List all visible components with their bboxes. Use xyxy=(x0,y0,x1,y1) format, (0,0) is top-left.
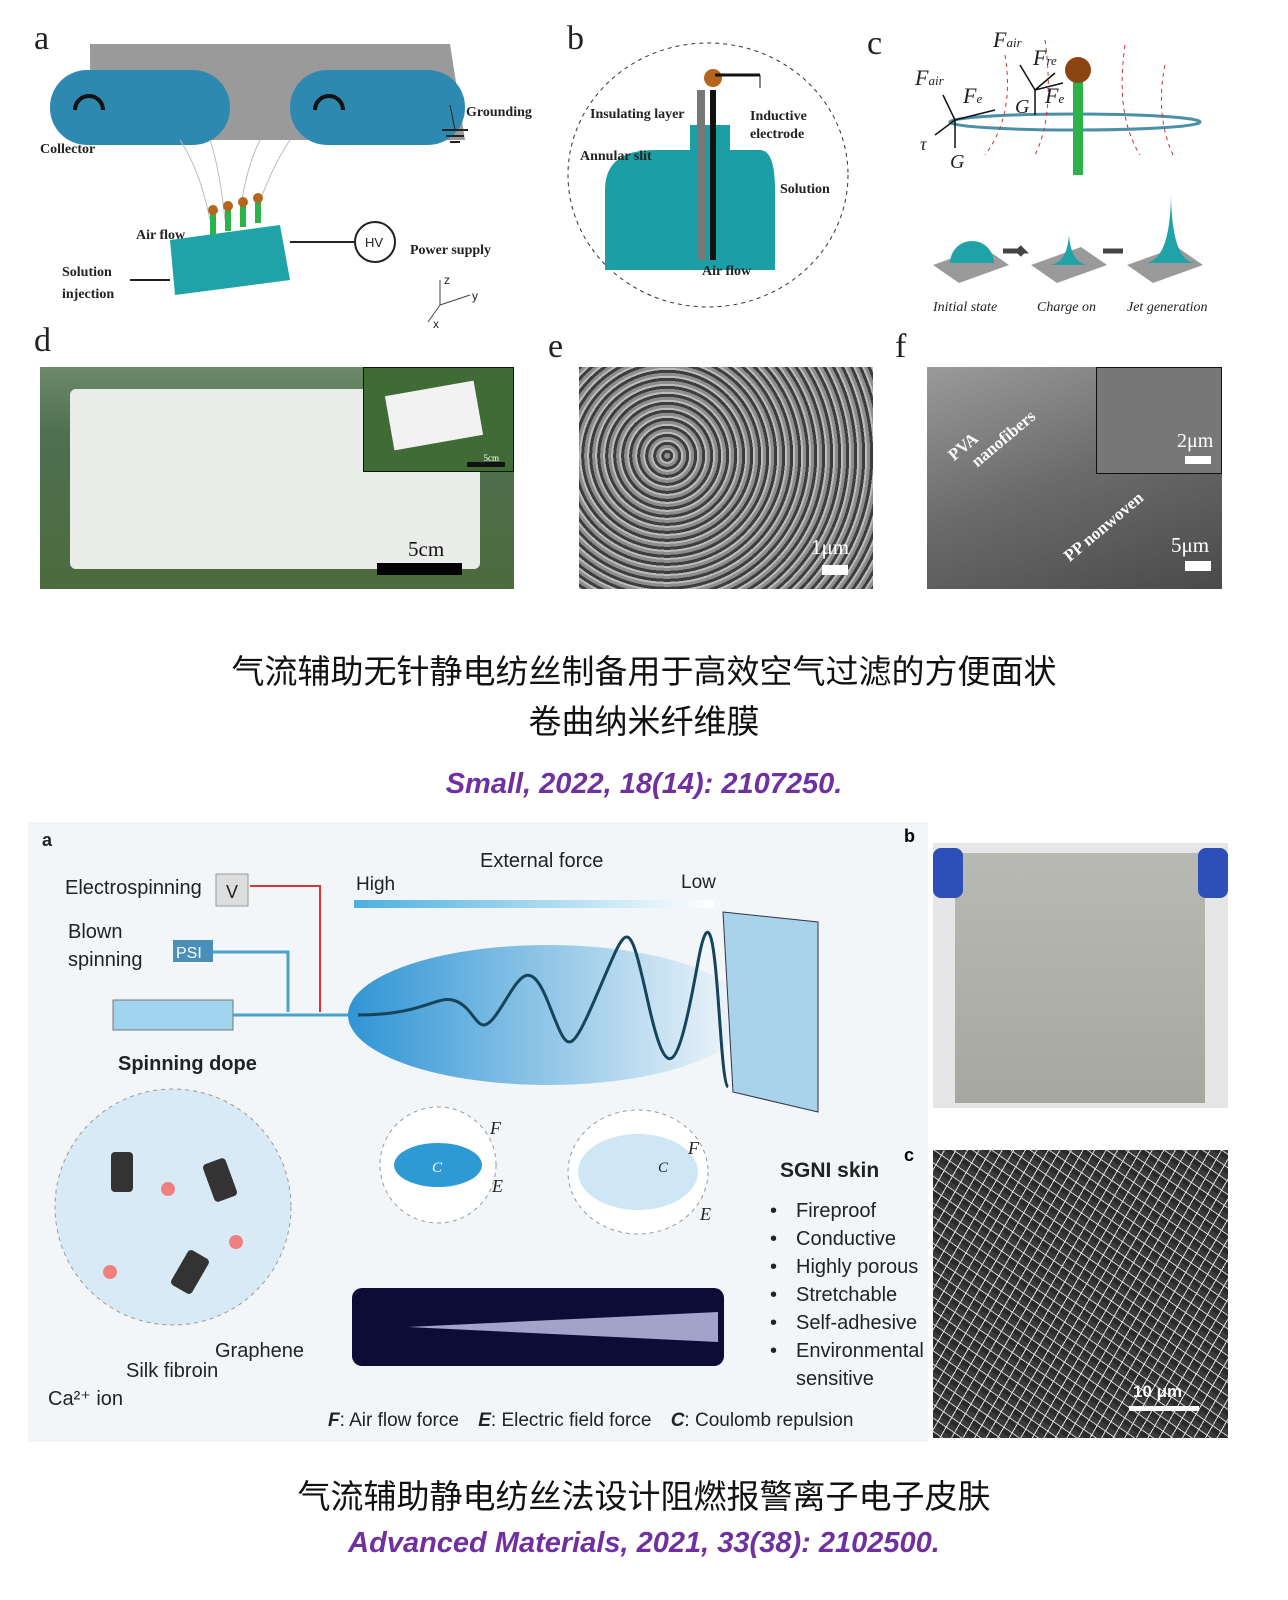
air-flow-label: Air flow xyxy=(136,228,186,243)
svg-text:E: E xyxy=(699,1204,711,1224)
sgni-skin-label: SGNI skin xyxy=(780,1159,879,1182)
svg-text:Graphene: Graphene xyxy=(215,1340,304,1362)
svg-text:Fe: Fe xyxy=(962,83,982,108)
svg-text:Stretchable: Stretchable xyxy=(796,1284,897,1306)
svg-text:Ca²⁺ ion: Ca²⁺ ion xyxy=(48,1388,123,1410)
svg-text:Low: Low xyxy=(681,872,716,893)
panel-f-sem-image: 2μm PVA nanofibers PP nonwoven 5μm xyxy=(927,367,1222,589)
figure1: a Grounding Collector Air flow Solution … xyxy=(0,0,1288,600)
spinning-dope-zoom xyxy=(54,1088,292,1326)
svg-text:a: a xyxy=(42,830,53,850)
svg-text:sensitive: sensitive xyxy=(796,1368,874,1390)
svg-text:•: • xyxy=(770,1256,777,1278)
svg-text:G: G xyxy=(1015,96,1030,118)
panel-b-skin-photo xyxy=(933,843,1228,1108)
scale-bar-label: 5cm xyxy=(408,537,445,561)
figure2-panel-a: a Electrospinning V Blown spinning PSI S… xyxy=(28,822,928,1442)
svg-text:F: F xyxy=(687,1138,700,1158)
svg-text:V: V xyxy=(226,882,238,902)
panel-f-label: f xyxy=(895,328,907,365)
svg-text:y: y xyxy=(472,289,478,303)
panel-b-label: b xyxy=(567,20,584,57)
svg-text:Fe: Fe xyxy=(1044,83,1064,108)
svg-text:Fre: Fre xyxy=(1032,45,1057,70)
sgni-properties-list: • Fireproof • Conductive • Highly porous • S… xyxy=(770,1200,924,1390)
svg-text:spinning: spinning xyxy=(68,949,143,971)
panel-c-sem-image: 10 μm xyxy=(933,1150,1228,1438)
figure2-title: 气流辅助静电纺丝法设计阻燃报警离子电子皮肤 xyxy=(297,1477,991,1516)
panel-a-collector-diagram: Grounding Collector Air flow Solution in… xyxy=(40,44,532,330)
panel-e-sem-image: 1μm xyxy=(579,367,873,589)
svg-text:High: High xyxy=(356,874,395,895)
panel-c-label: c xyxy=(867,25,883,62)
sgni-skin-mesh xyxy=(722,911,819,1113)
svg-text:External force: External force xyxy=(480,850,603,872)
svg-text:G: G xyxy=(950,151,965,173)
svg-text:C: C xyxy=(658,1160,669,1176)
svg-text:electrode: electrode xyxy=(750,127,804,142)
svg-text:C: C xyxy=(432,1160,443,1176)
hv-label: HV xyxy=(365,235,383,250)
jet-steps xyxy=(933,195,1203,283)
svg-text:Fireproof: Fireproof xyxy=(796,1200,876,1222)
inductive-label: Inductive xyxy=(750,109,807,124)
external-force-gradient xyxy=(354,900,714,908)
svg-text:x: x xyxy=(433,317,439,330)
panel-c-label-2: c xyxy=(904,1145,915,1165)
svg-text:Self-adhesive: Self-adhesive xyxy=(796,1312,917,1334)
air-flow-label-b: Air flow xyxy=(702,264,752,279)
svg-text:•: • xyxy=(770,1340,777,1362)
svg-text:τ: τ xyxy=(920,134,927,154)
solution-label: Solution xyxy=(62,265,112,280)
svg-text:•: • xyxy=(770,1312,777,1334)
svg-text:Highly porous: Highly porous xyxy=(796,1256,918,1278)
power-supply-label: Power supply xyxy=(410,243,491,258)
figure1-citation: Small, 2022, 18(14): 2107250. xyxy=(445,768,843,800)
svg-text:Initial state: Initial state xyxy=(932,300,997,315)
svg-text:F: F xyxy=(489,1118,502,1138)
solution-tank xyxy=(170,225,290,295)
force-legend: F: Air flow force E: Electric field forc… xyxy=(328,1410,853,1431)
panel-a-label: a xyxy=(34,20,50,57)
panel-b-label-2: b xyxy=(904,826,915,846)
svg-text:•: • xyxy=(770,1228,777,1250)
panel-c-jet-mechanism: Fair Fe τ G Fair Fre G Fe Initial state … xyxy=(914,27,1207,315)
figure2-citation: Advanced Materials, 2021, 33(38): 210250… xyxy=(348,1527,940,1559)
annular-slit-label: Annular slit xyxy=(580,149,652,164)
svg-text:z: z xyxy=(444,273,450,287)
panel-b-nozzle-diagram: Insulating layer Inductive electrode Ann… xyxy=(567,42,849,308)
svg-text:Blown: Blown xyxy=(68,921,122,943)
panel-d-membrane-photo: 5cm 5cm xyxy=(40,367,514,589)
collector-roller xyxy=(50,70,230,145)
spinning-dope-label: Spinning dope xyxy=(118,1053,257,1075)
svg-text:Fair: Fair xyxy=(992,27,1023,52)
panel-e-label: e xyxy=(548,328,564,365)
solution-label-b: Solution xyxy=(780,182,830,197)
insulating-layer-label: Insulating layer xyxy=(590,107,685,122)
svg-text:Environmental: Environmental xyxy=(796,1340,924,1362)
injection-label: injection xyxy=(62,287,114,302)
panel-d-label: d xyxy=(34,322,51,359)
collector-label: Collector xyxy=(40,142,95,157)
svg-text:Silk fibroin: Silk fibroin xyxy=(126,1360,218,1382)
svg-text:Fair: Fair xyxy=(914,65,945,90)
svg-text:Conductive: Conductive xyxy=(796,1228,896,1250)
svg-text:Charge on: Charge on xyxy=(1037,300,1096,315)
electrospinning-label: Electrospinning xyxy=(65,877,202,899)
figure1-title-line2: 卷曲纳米纤维膜 xyxy=(528,702,760,741)
svg-text:PSI: PSI xyxy=(176,945,202,962)
svg-text:Jet generation: Jet generation xyxy=(1127,300,1207,315)
grounding-label: Grounding xyxy=(466,105,532,120)
figure1-title-line1: 气流辅助无针静电纺丝制备用于高效空气过滤的方便面状 xyxy=(231,652,1057,691)
jet-path xyxy=(357,930,730,1089)
svg-text:E: E xyxy=(491,1176,503,1196)
svg-text:•: • xyxy=(770,1284,777,1306)
svg-text:•: • xyxy=(770,1200,777,1222)
